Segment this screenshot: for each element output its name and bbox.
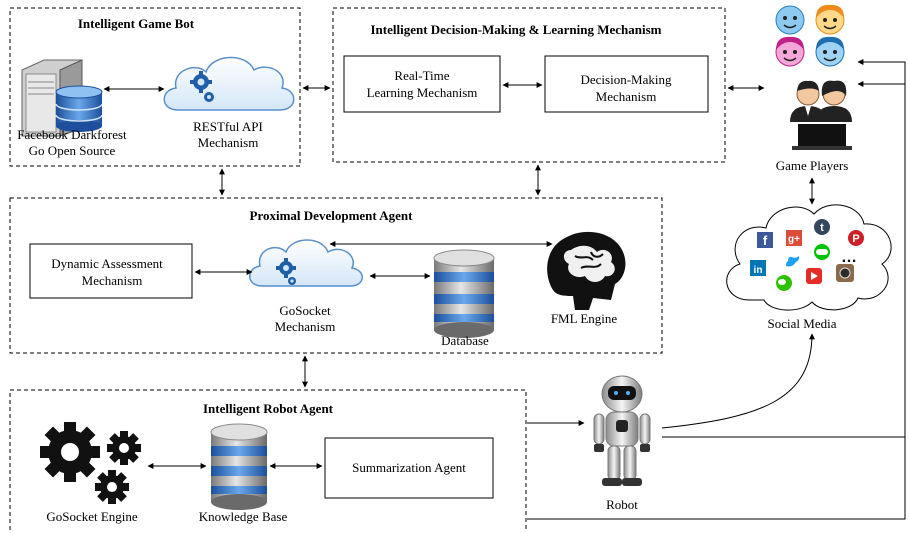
robot-icon (593, 375, 651, 486)
game-players-label: Game Players (776, 158, 849, 173)
arrow-robot-social (661, 333, 815, 429)
darkforest-label-1: Facebook Darkforest (17, 127, 127, 142)
database-icon (433, 249, 495, 338)
realtime-label-1: Real-Time (394, 68, 449, 83)
gosocket-cloud-icon (249, 239, 363, 287)
decision-learning-title: Intelligent Decision-Making & Learning M… (370, 22, 661, 37)
restful-label-2: Mechanism (198, 135, 259, 150)
dynamic-label-1: Dynamic Assessment (51, 256, 163, 271)
server-icon (21, 59, 103, 137)
svg-text:t: t (820, 222, 824, 234)
tumblr-icon (814, 219, 830, 235)
summarization-label: Summarization Agent (352, 460, 466, 475)
dynamic-assessment-box (29, 243, 193, 299)
game-players-icon (775, 4, 852, 150)
restful-label-1: RESTful API (193, 119, 263, 134)
gosocket-mech-label-2: Mechanism (275, 319, 336, 334)
svg-text:…: … (841, 249, 857, 266)
game-bot-title: Intelligent Game Bot (78, 16, 195, 31)
restful-cloud-icon (163, 56, 295, 111)
robot-label: Robot (606, 497, 638, 512)
gosocket-mech-label-1: GoSocket (279, 303, 331, 318)
social-icons: f g+ t P in … (750, 219, 864, 291)
realtime-learning-box (343, 55, 501, 113)
social-media-label: Social Media (768, 316, 837, 331)
dynamic-label-2: Mechanism (82, 273, 143, 288)
decision-learning-group (332, 7, 726, 163)
robot-agent-title: Intelligent Robot Agent (203, 401, 334, 416)
knowledge-base-icon (210, 423, 268, 510)
proximal-agent-group (9, 197, 663, 354)
svg-text:f: f (763, 233, 768, 248)
facebook-icon (757, 232, 773, 248)
pinterest-icon (848, 230, 864, 246)
decision-making-box (544, 55, 709, 113)
googleplus-icon (786, 230, 802, 246)
social-media-cloud (726, 204, 892, 311)
darkforest-label-2: Go Open Source (29, 143, 116, 158)
decision-label-2: Mechanism (596, 89, 657, 104)
brain-icon (547, 231, 626, 310)
svg-text:in: in (754, 265, 763, 276)
svg-text:P: P (852, 233, 859, 245)
robot-agent-group (9, 389, 527, 530)
linkedin-icon (750, 260, 766, 276)
gears-icon (40, 422, 141, 504)
summarization-box (324, 437, 494, 499)
database-label: Database (441, 333, 489, 348)
svg-text:g+: g+ (788, 234, 800, 245)
knowledge-base-label: Knowledge Base (199, 509, 288, 524)
gosocket-engine-label: GoSocket Engine (46, 509, 138, 524)
proximal-agent-title: Proximal Development Agent (250, 208, 414, 223)
fml-engine-label: FML Engine (551, 311, 618, 326)
realtime-label-2: Learning Mechanism (367, 85, 478, 100)
decision-label-1: Decision-Making (581, 72, 672, 87)
